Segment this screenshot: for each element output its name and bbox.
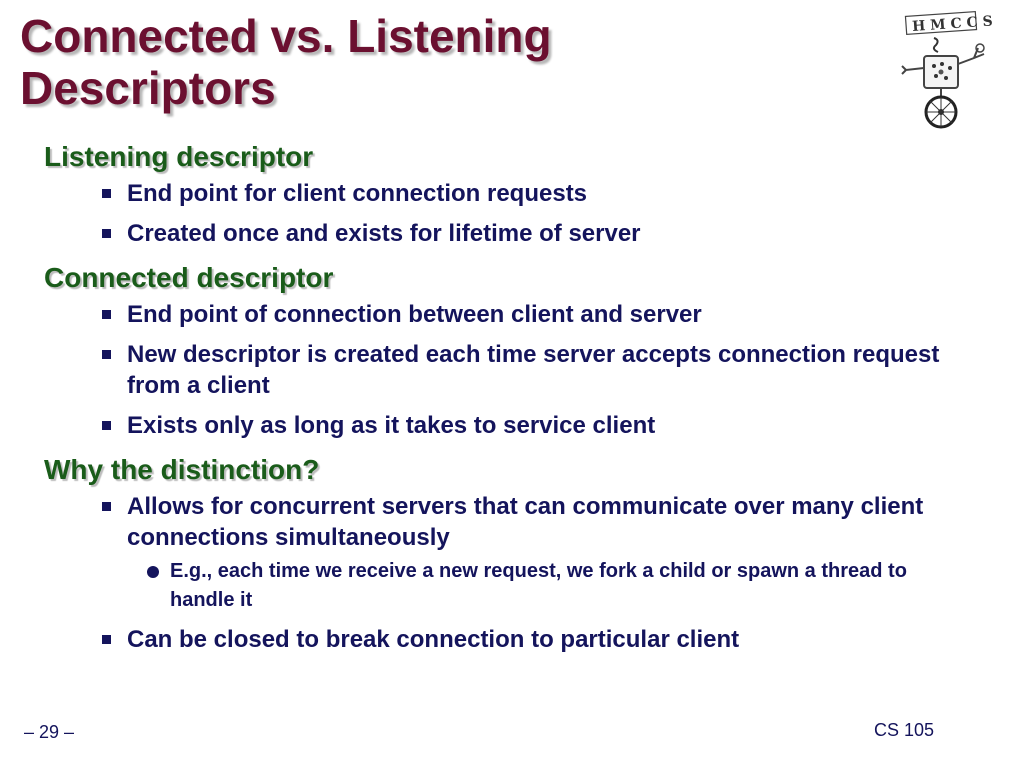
square-bullet-icon bbox=[102, 350, 111, 359]
round-bullet-icon bbox=[147, 566, 159, 578]
sub-bullet-item: E.g., each time we receive a new request… bbox=[125, 557, 944, 615]
sub-bullet-text: E.g., each time we receive a new request… bbox=[170, 560, 907, 611]
bullet-text: Allows for concurrent servers that can c… bbox=[127, 493, 924, 551]
bullet-item: New descriptor is created each time serv… bbox=[44, 339, 944, 401]
bullet-item: Can be closed to break connection to par… bbox=[44, 624, 944, 655]
slide-content: Listening descriptor End point for clien… bbox=[44, 140, 944, 667]
square-bullet-icon bbox=[102, 635, 111, 644]
bullet-text: End point for client connection requests bbox=[127, 180, 588, 207]
hmc-robot-logo-icon: H M C C S bbox=[901, 10, 994, 129]
slide-title: Connected vs. Listening Descriptors bbox=[20, 10, 720, 114]
hmc-cs-logo: H M C C S bbox=[892, 8, 996, 132]
title-line-1: Connected vs. Listening bbox=[20, 10, 552, 62]
bullet-text: Can be closed to break connection to par… bbox=[127, 626, 740, 653]
bullet-item: Exists only as long as it takes to servi… bbox=[44, 410, 944, 441]
svg-text:H M C C S: H M C C S bbox=[912, 13, 994, 35]
bullet-text: Exists only as long as it takes to servi… bbox=[127, 412, 656, 439]
bullet-text: End point of connection between client a… bbox=[127, 301, 702, 328]
square-bullet-icon bbox=[102, 421, 111, 430]
bullet-list-listening: End point for client connection requests… bbox=[44, 178, 944, 249]
square-bullet-icon bbox=[102, 229, 111, 238]
bullet-item: Created once and exists for lifetime of … bbox=[44, 218, 944, 249]
square-bullet-icon bbox=[102, 310, 111, 319]
bullet-item: End point of connection between client a… bbox=[44, 299, 944, 330]
page-number: – 29 – bbox=[24, 722, 75, 742]
square-bullet-icon bbox=[102, 189, 111, 198]
bullet-text: Created once and exists for lifetime of … bbox=[127, 220, 641, 247]
course-label: CS 105 bbox=[874, 720, 935, 740]
square-bullet-icon bbox=[102, 502, 111, 511]
sub-bullet-list: E.g., each time we receive a new request… bbox=[127, 557, 944, 615]
title-line-2: Descriptors bbox=[20, 62, 276, 114]
section-heading-connected: Connected descriptor bbox=[44, 262, 334, 293]
bullet-item: Allows for concurrent servers that can c… bbox=[44, 491, 944, 615]
bullet-list-connected: End point of connection between client a… bbox=[44, 299, 944, 441]
bullet-list-distinction: Allows for concurrent servers that can c… bbox=[44, 491, 944, 655]
section-heading-distinction: Why the distinction? bbox=[44, 454, 320, 485]
bullet-text: New descriptor is created each time serv… bbox=[127, 341, 940, 399]
bullet-item: End point for client connection requests bbox=[44, 178, 944, 209]
section-heading-listening: Listening descriptor bbox=[44, 141, 314, 172]
